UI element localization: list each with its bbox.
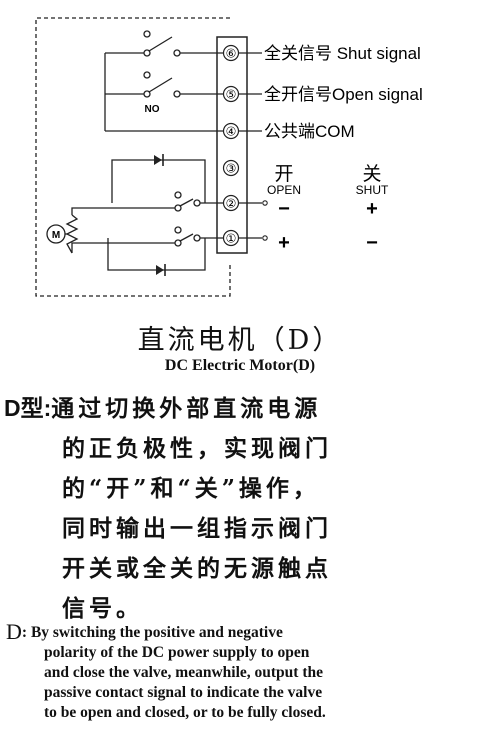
terminal-1-number: ① bbox=[226, 232, 237, 246]
terminal-5-number: ⑤ bbox=[226, 88, 237, 102]
enclosure-outline bbox=[35, 17, 231, 297]
description-en-line-1: By switching the positive and negative bbox=[30, 624, 283, 641]
description-en-colon: : bbox=[21, 624, 31, 641]
description-cn-line-5: 开关或全关的无源触点 bbox=[62, 555, 332, 582]
terminal-5: ⑤ bbox=[222, 85, 240, 103]
terminal-3: ③ bbox=[222, 159, 240, 177]
title-english: DC Electric Motor(D) bbox=[164, 357, 316, 374]
terminal-4-number: ④ bbox=[226, 125, 237, 139]
description-type-label: D型: bbox=[4, 395, 52, 421]
terminal-6-label: 全关信号 Shut signal bbox=[264, 44, 421, 63]
motor-symbol: M bbox=[46, 224, 68, 244]
normally-open-label: NO bbox=[145, 104, 160, 115]
shut-terminal2-sign: + bbox=[366, 198, 378, 220]
lower-diode bbox=[156, 264, 166, 276]
title-chinese: 直流电机（D） bbox=[137, 325, 343, 356]
shut-terminal1-sign: − bbox=[366, 232, 378, 254]
description-chinese: D型:通过切换外部直流电源 的正负极性，实现阀门 的“开”和“关”操作， 同时输… bbox=[4, 388, 474, 629]
description-cn-line-1: 通过切换外部直流电源 bbox=[51, 395, 322, 422]
open-en-label: OPEN bbox=[267, 183, 301, 197]
terminal-3-number: ③ bbox=[226, 162, 237, 176]
description-cn-line-6: 信号。 bbox=[62, 595, 143, 622]
description-en-line-5: to be open and closed, or to be fully cl… bbox=[44, 704, 326, 721]
description-cn-line-4: 同时输出一组指示阀门 bbox=[62, 515, 332, 542]
upper-diode bbox=[154, 154, 164, 166]
description-cn-line-3: 的“开”和“关”操作， bbox=[62, 475, 320, 502]
terminal-4: ④ bbox=[222, 122, 240, 140]
wiring-diagram: ⑥ ⑤ ④ ③ ② ① 全关信号 Shut signal 全开信号Open si… bbox=[35, 17, 423, 297]
terminal-5-label: 全开信号Open signal bbox=[264, 85, 423, 104]
description-english: D: By switching the positive and negativ… bbox=[6, 619, 474, 723]
description-en-line-3: and close the valve, meanwhile, output t… bbox=[44, 664, 323, 681]
open-terminal1-sign: + bbox=[278, 232, 290, 254]
terminal-2: ② bbox=[222, 194, 240, 212]
terminal-1: ① bbox=[222, 229, 240, 247]
terminal-strip bbox=[216, 36, 248, 254]
terminal-6: ⑥ bbox=[222, 44, 240, 62]
description-en-line-2: polarity of the DC power supply to open bbox=[44, 644, 310, 661]
terminal-6-number: ⑥ bbox=[226, 47, 237, 61]
shut-en-label: SHUT bbox=[356, 183, 389, 197]
open-cn-label: 开 bbox=[274, 164, 293, 185]
terminal-2-number: ② bbox=[226, 197, 237, 211]
terminal-4-label: 公共端COM bbox=[264, 122, 355, 141]
open-terminal2-sign: − bbox=[278, 198, 290, 220]
description-en-label: D bbox=[6, 619, 22, 644]
motor-label: M bbox=[52, 230, 60, 241]
description-cn-line-2: 的正负极性，实现阀门 bbox=[62, 435, 332, 462]
description-en-line-4: passive contact signal to indicate the v… bbox=[44, 684, 323, 701]
signal-switches bbox=[104, 30, 223, 132]
shut-cn-label: 关 bbox=[362, 163, 381, 185]
motor-circuit bbox=[65, 159, 223, 271]
